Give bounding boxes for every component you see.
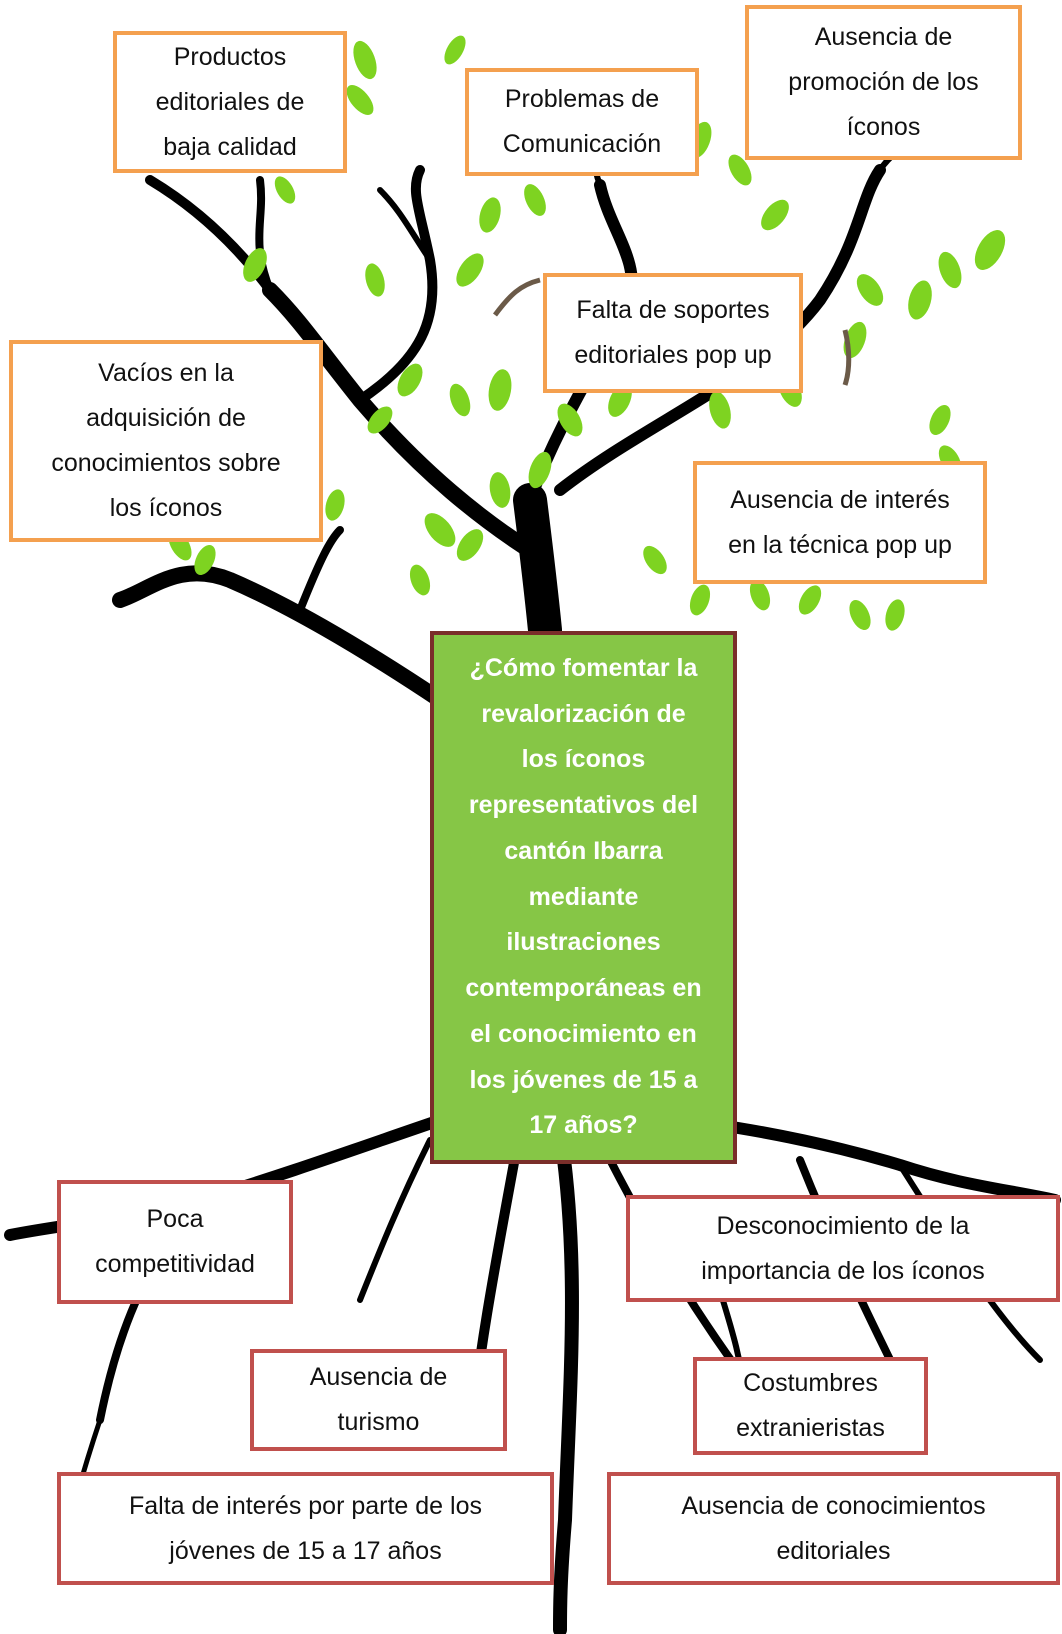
cause-text: Poca competitividad	[95, 1205, 255, 1278]
effect-text: Productos editoriales de baja calidad	[155, 42, 305, 161]
effect-box-problemas-comunicacion: Problemas de Comunicación	[465, 68, 699, 176]
cause-box-falta-interes-jovenes: Falta de interés por parte de los jóvene…	[57, 1472, 554, 1585]
effect-text: Ausencia de interés en la técnica pop up	[728, 485, 952, 559]
effect-box-productos-editoriales: Productos editoriales de baja calidad	[113, 31, 347, 173]
cause-box-poca-competitividad: Poca competitividad	[57, 1180, 293, 1304]
effect-text: Ausencia de promoción de los íconos	[788, 23, 979, 141]
central-problem-box: ¿Cómo fomentar la revalorización de los …	[430, 631, 737, 1164]
cause-text: Ausencia de conocimientos editoriales	[681, 1491, 986, 1565]
cause-text: Ausencia de turismo	[309, 1363, 448, 1436]
effect-text: Vacíos en la adquisición de conocimiento…	[51, 359, 281, 522]
cause-box-ausencia-conocimientos: Ausencia de conocimientos editoriales	[607, 1472, 1060, 1585]
cause-box-desconocimiento: Desconocimiento de la importancia de los…	[626, 1195, 1060, 1302]
effect-text: Problemas de Comunicación	[502, 85, 662, 158]
effect-box-ausencia-interes: Ausencia de interés en la técnica pop up	[693, 461, 987, 584]
cause-box-costumbres: Costumbres extranieristas	[693, 1357, 928, 1455]
effect-box-falta-soportes: Falta de soportes editoriales pop up	[543, 273, 803, 393]
cause-box-ausencia-turismo: Ausencia de turismo	[250, 1349, 507, 1451]
leaf-stems	[493, 277, 852, 386]
cause-text: Falta de interés por parte de los jóvene…	[129, 1491, 482, 1565]
cause-text: Costumbres extranieristas	[736, 1369, 885, 1442]
effect-box-ausencia-promocion: Ausencia de promoción de los íconos	[745, 5, 1022, 160]
effect-text: Falta de soportes editoriales pop up	[574, 296, 772, 369]
central-problem-text: ¿Cómo fomentar la revalorización de los …	[465, 653, 702, 1140]
cause-text: Desconocimiento de la importancia de los…	[701, 1211, 985, 1285]
effect-box-vacios-conocimientos: Vacíos en la adquisición de conocimiento…	[9, 340, 323, 542]
